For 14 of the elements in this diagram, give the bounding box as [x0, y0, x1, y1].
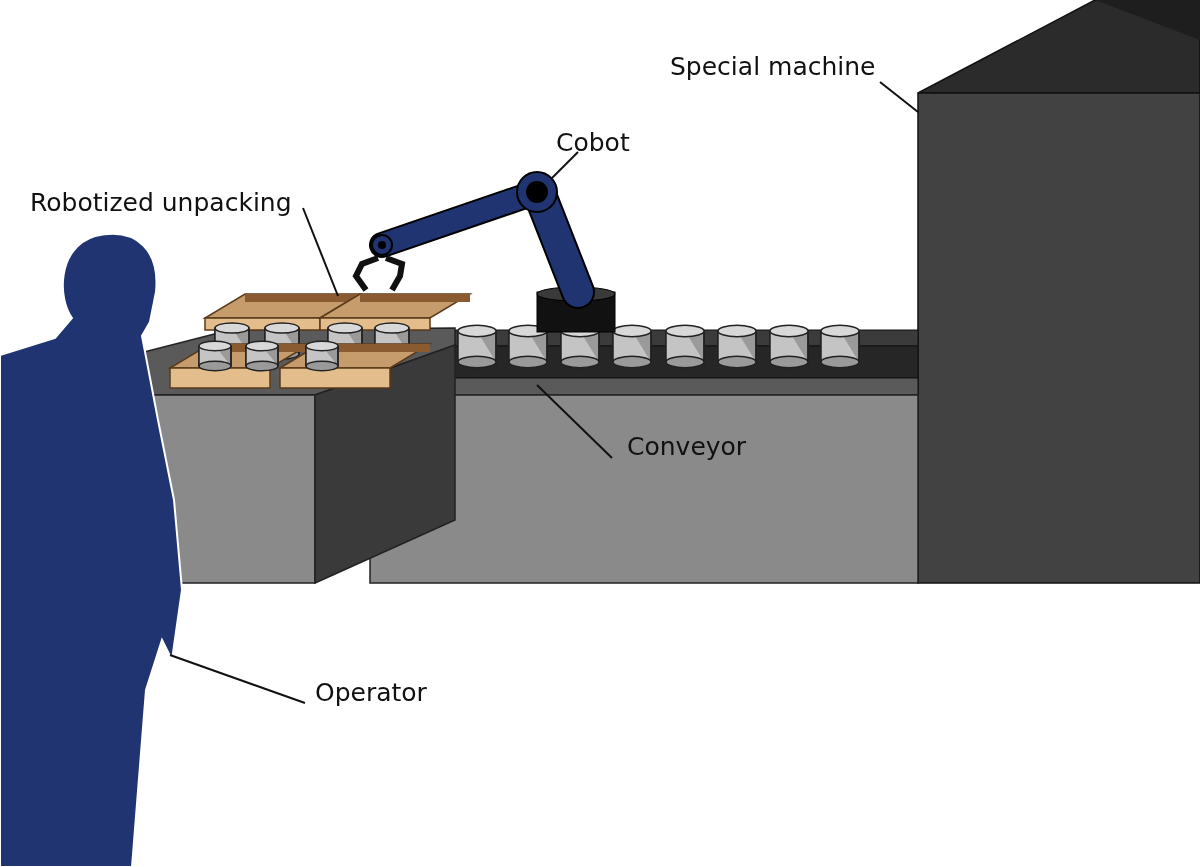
- packed-boxes-drawing: [167, 293, 473, 389]
- leader-line: [879, 81, 919, 113]
- callout-label: Operator: [315, 678, 427, 708]
- leader-line: [551, 151, 579, 179]
- leader-line: [536, 384, 613, 459]
- callout-label: Conveyor: [627, 432, 747, 462]
- callout-label: Cobot: [556, 128, 630, 158]
- callout-label: Special machine: [670, 52, 876, 82]
- person-silhouette: [0, 232, 183, 867]
- leader-line: [169, 654, 306, 704]
- callout-label: Robotized unpacking: [30, 188, 292, 218]
- machine-drawing: [917, 0, 1200, 584]
- cobot-arm-drawing: [352, 171, 616, 333]
- leader-line: [302, 207, 339, 297]
